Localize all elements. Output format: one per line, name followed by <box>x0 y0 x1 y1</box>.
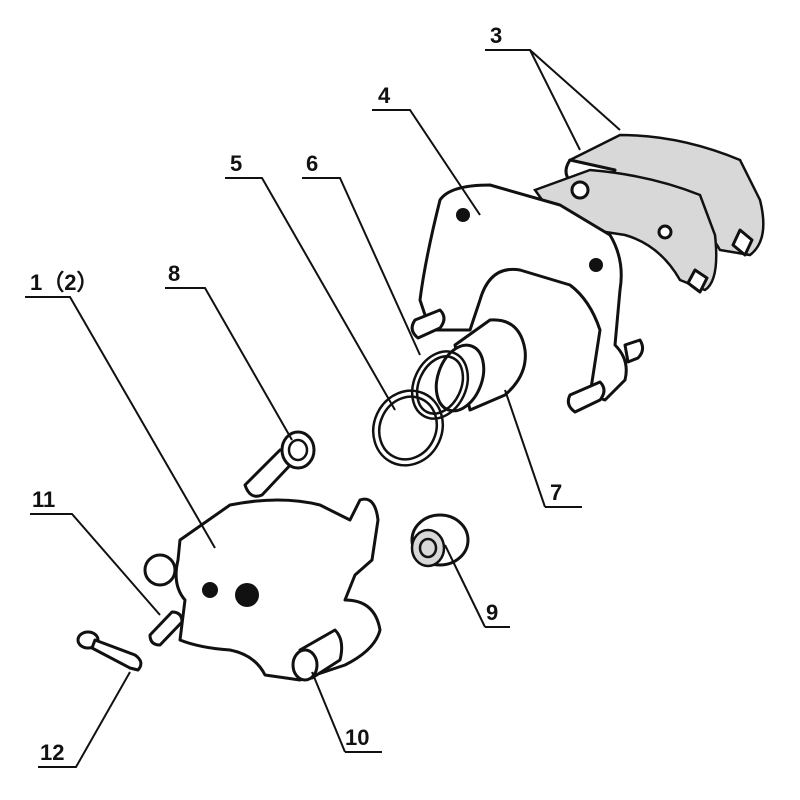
bleed-screw <box>148 610 184 647</box>
boot-seal <box>410 513 470 568</box>
callout-8: 8 <box>168 261 180 286</box>
callout-12: 12 <box>40 740 64 765</box>
callout-5: 5 <box>230 151 242 176</box>
callout-7: 7 <box>550 480 562 505</box>
callout-1-2: 1（2） <box>30 270 98 295</box>
callout-9: 9 <box>486 600 498 625</box>
caliper-bracket <box>410 183 645 414</box>
leader-lines <box>25 49 621 768</box>
bolt <box>76 630 143 672</box>
callout-10: 10 <box>345 725 369 750</box>
callout-11: 11 <box>32 487 55 512</box>
piston <box>434 318 527 413</box>
slide-pin <box>243 430 316 498</box>
brake-pads <box>533 133 765 294</box>
callout-3: 3 <box>490 23 502 48</box>
seal-rings <box>372 350 470 467</box>
callout-4: 4 <box>378 83 391 108</box>
caliper-body <box>143 497 382 682</box>
callout-6: 6 <box>306 151 318 176</box>
